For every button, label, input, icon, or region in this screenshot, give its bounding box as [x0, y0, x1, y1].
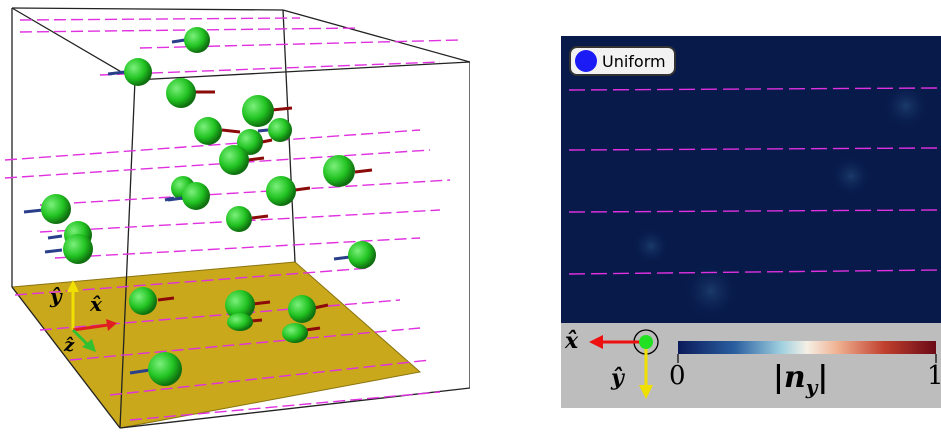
- particle: [266, 176, 311, 206]
- particle: [23, 194, 71, 224]
- particle: [227, 313, 263, 331]
- axis-label-x-2d: x̂: [565, 328, 579, 354]
- particle: [282, 323, 321, 343]
- axis-label-y-2d: ŷ: [611, 365, 624, 391]
- colorbar-max-label: 1: [927, 361, 941, 391]
- ny-heatmap: Uniform: [561, 36, 941, 323]
- axis-indicator-2d: [589, 329, 659, 399]
- particle: [257, 118, 292, 142]
- particle: [225, 290, 271, 320]
- legend-badge: Uniform: [569, 46, 676, 76]
- legend-marker: [575, 50, 597, 72]
- particle: [219, 145, 265, 175]
- axis-triad: [67, 280, 117, 352]
- 3d-simulation-panel: ŷ x̂ ẑ: [0, 0, 471, 439]
- axis-label-y: ŷ: [50, 284, 62, 308]
- 2d-projection-panel: Uniform: [561, 36, 941, 408]
- particle: [44, 234, 93, 264]
- particle: [107, 58, 152, 86]
- 3d-scene: [4, 7, 471, 429]
- particle: [194, 117, 241, 145]
- heatmap-overlay: [568, 81, 940, 321]
- director-lines: [568, 87, 940, 275]
- particle: [129, 352, 182, 386]
- box-frame: [11, 7, 471, 429]
- particle: [333, 241, 376, 269]
- colorbar-panel: x̂ ŷ 0 1 |ny|: [561, 323, 941, 408]
- axis-label-x: x̂: [90, 292, 102, 316]
- particle: [242, 95, 293, 127]
- colorbar-title: |ny|: [773, 360, 829, 399]
- particle: [129, 287, 175, 315]
- particle: [171, 27, 210, 53]
- particle: [323, 155, 373, 187]
- legend-label: Uniform: [602, 51, 666, 71]
- colorbar-min-label: 0: [669, 361, 686, 391]
- particle: [226, 206, 269, 232]
- particles: [23, 27, 376, 386]
- colorbar: [678, 341, 936, 354]
- particle: [288, 295, 329, 323]
- axis-label-z: ẑ: [64, 335, 75, 356]
- particle: [166, 78, 215, 108]
- colorbar-graphics: [589, 329, 937, 399]
- particle: [167, 182, 210, 210]
